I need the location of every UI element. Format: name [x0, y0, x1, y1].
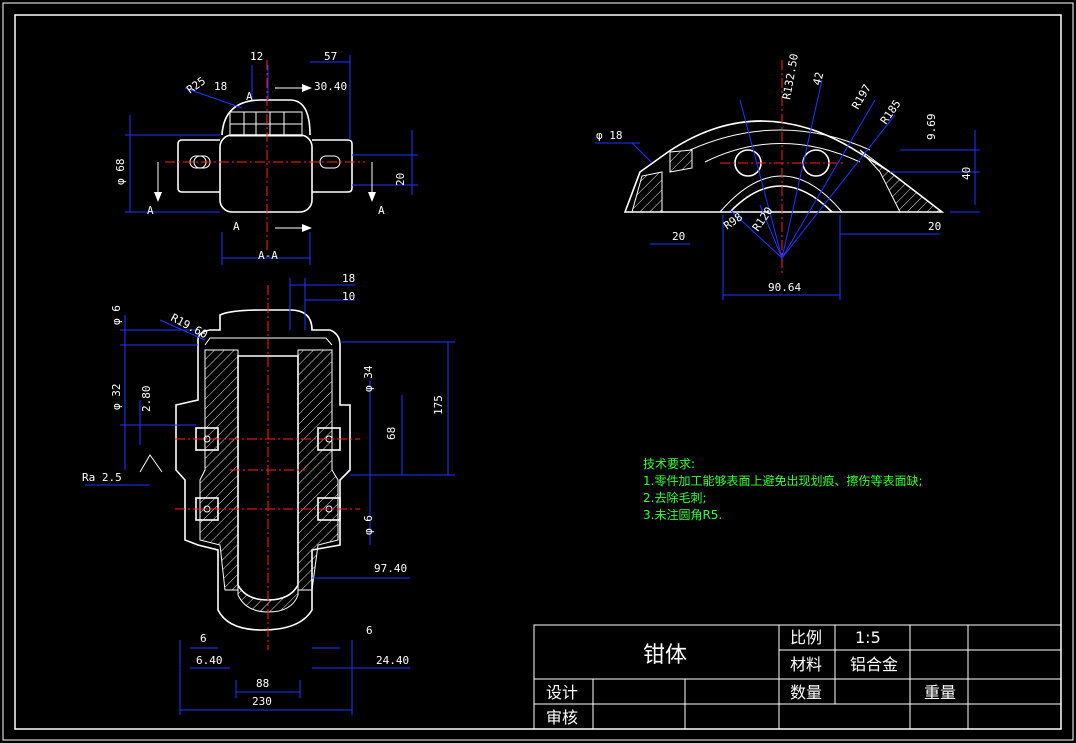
inner-border [14, 14, 1062, 730]
dim-text: 6 [366, 624, 373, 637]
note-item: 3.未注圆角R5. [643, 507, 722, 522]
dim-text: 90.64 [768, 281, 801, 294]
quantity-label: 数量 [790, 683, 822, 702]
section-mark: A [147, 204, 154, 217]
dim-text: 30.40 [314, 80, 347, 93]
dim-text: 42 [810, 71, 826, 87]
dim-text: 20 [394, 173, 407, 186]
section-label: A-A [258, 249, 278, 262]
top-view: 12 57 R25 18 30.40 φ 68 20 A A A A A-A [114, 50, 418, 265]
dim-text: φ 6 [362, 515, 375, 535]
dim-text: φ 34 [362, 365, 375, 392]
dim-text: φ 6 [110, 305, 123, 325]
dim-text: 9.69 [925, 114, 938, 141]
dim-text: 18 [342, 272, 355, 285]
dim-text: R132.50 [780, 53, 801, 101]
note-item: 2.去除毛刺; [643, 490, 707, 505]
notes-title: 技术要求: [643, 457, 695, 471]
material-label: 材料 [790, 655, 822, 674]
section-mark: A [246, 90, 253, 103]
dim-text: 12 [250, 50, 263, 63]
dim-text: 24.40 [376, 654, 409, 667]
weight-label: 重量 [924, 683, 956, 702]
dim-text: φ 68 [114, 159, 127, 186]
section-mark: A [233, 220, 240, 233]
note-item: 1.零件加工能够表面上避免出现划痕、擦伤等表面缺; [643, 473, 923, 488]
title-block: 钳体 比例 1:5 材料 铝合金 设计 审核 数量 重量 [533, 624, 1062, 730]
dim-text: R98 [721, 210, 745, 232]
dim-text: 20 [672, 230, 685, 243]
review-label: 审核 [546, 708, 578, 727]
dim-text: φ 32 [110, 384, 123, 411]
arc-view: R132.50 42 R197 R185 φ 18 9.69 40 20 20 … [595, 53, 980, 300]
roughness-symbol: Ra 2.5 [82, 471, 122, 484]
dim-text: 18 [214, 80, 227, 93]
technical-notes: 技术要求: 1.零件加工能够表面上避免出现划痕、擦伤等表面缺; 2.去除毛刺; … [643, 457, 923, 522]
dim-text: 68 [385, 427, 398, 440]
material-value: 铝合金 [850, 655, 898, 674]
front-view: 18 10 φ 6 R19.60 φ 32 2.80 φ 34 68 175 φ… [82, 272, 455, 715]
dim-text: 57 [324, 50, 337, 63]
scale-value: 1:5 [855, 628, 881, 647]
dim-text: 230 [252, 695, 272, 708]
dim-text: φ 18 [596, 129, 623, 142]
dim-text: R25 [184, 74, 208, 96]
design-label: 设计 [546, 683, 578, 702]
dim-text: 6 [200, 632, 207, 645]
part-name: 钳体 [643, 643, 687, 668]
dim-text: 10 [342, 290, 355, 303]
dim-text: 40 [960, 167, 973, 180]
dim-text: R197 [849, 82, 874, 111]
dim-text: 97.40 [374, 562, 407, 575]
section-mark: A [378, 204, 385, 217]
dim-text: 20 [928, 220, 941, 233]
dim-text: 6.40 [196, 654, 223, 667]
dim-text: R185 [878, 98, 904, 127]
scale-label: 比例 [790, 628, 822, 647]
dim-text: 175 [432, 395, 445, 415]
dim-text: 88 [256, 677, 269, 690]
dim-text: 2.80 [140, 386, 153, 413]
